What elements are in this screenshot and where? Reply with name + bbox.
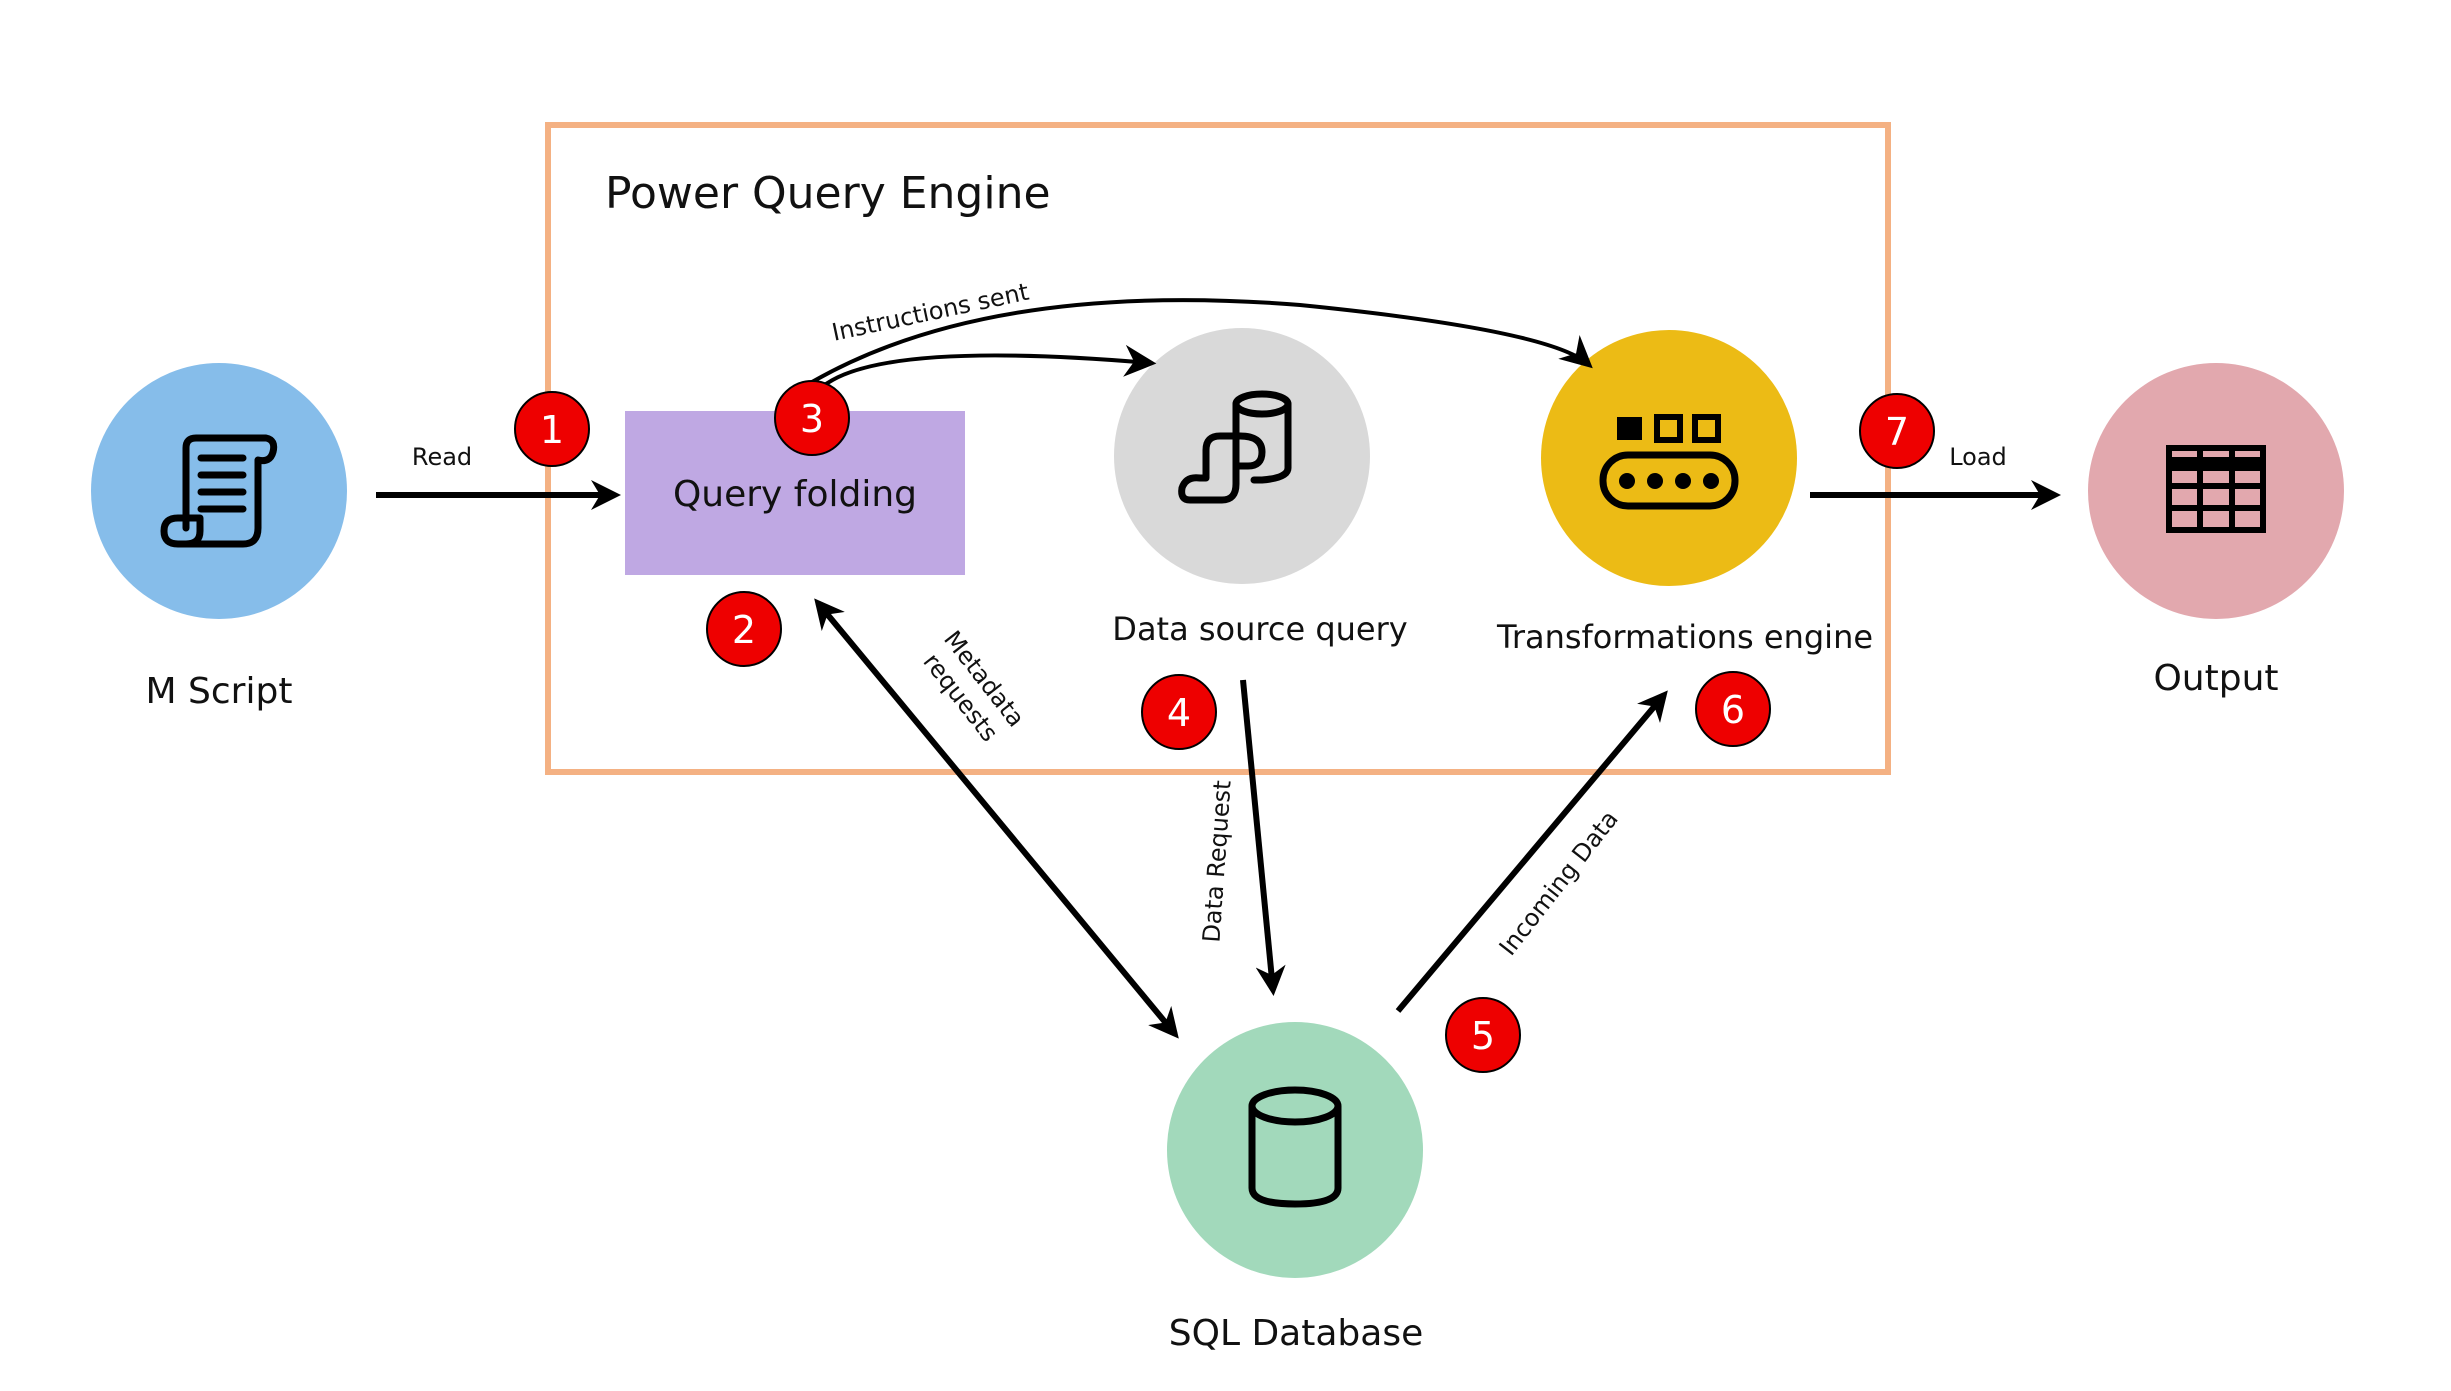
conveyor-icon bbox=[1599, 414, 1739, 510]
to-data-source-arrow bbox=[820, 344, 1157, 389]
step-badge-5: 5 bbox=[1445, 997, 1521, 1073]
svg-text:6: 6 bbox=[1721, 688, 1745, 732]
instructions-sent-label: Instructions sent bbox=[829, 278, 1031, 347]
step-badge-4: 4 bbox=[1141, 674, 1217, 750]
database-icon bbox=[1248, 1086, 1342, 1208]
data-source-query-node: Data source query bbox=[1112, 328, 1408, 648]
database-script-icon bbox=[1178, 390, 1292, 504]
instructions-sent-arrow bbox=[811, 298, 1593, 384]
data-request-arrow bbox=[1240, 679, 1286, 996]
sql-database-node: SQL Database bbox=[1167, 1022, 1423, 1354]
step-badge-3: 3 bbox=[774, 380, 850, 456]
metadata-requests-arrow bbox=[814, 598, 1179, 1039]
engine-title: Power Query Engine bbox=[605, 168, 1051, 219]
data-source-query-label: Data source query bbox=[1112, 610, 1407, 648]
svg-text:2: 2 bbox=[732, 608, 756, 652]
m-script-node: M Script bbox=[91, 363, 347, 712]
output-label: Output bbox=[2153, 658, 2278, 699]
step-badge-7: 7 bbox=[1859, 393, 1935, 469]
incoming-data-arrow bbox=[1395, 690, 1668, 1013]
data-request-label: Data Request bbox=[1197, 779, 1236, 943]
svg-text:4: 4 bbox=[1167, 691, 1191, 735]
output-node: Output bbox=[2088, 363, 2344, 699]
transformations-engine-node: Transformations engine bbox=[1496, 330, 1873, 656]
read-label: Read bbox=[412, 443, 472, 471]
m-script-label: M Script bbox=[146, 671, 293, 712]
data-source-query-circle bbox=[1114, 328, 1370, 584]
load-label: Load bbox=[1949, 443, 2007, 471]
table-icon bbox=[2166, 445, 2266, 533]
sql-database-circle bbox=[1167, 1022, 1423, 1278]
output-circle bbox=[2088, 363, 2344, 619]
step-badge-2: 2 bbox=[706, 591, 782, 667]
query-folding-label: Query folding bbox=[673, 474, 917, 515]
step-badge-1: 1 bbox=[514, 391, 590, 467]
arrows bbox=[376, 298, 2061, 1039]
svg-text:5: 5 bbox=[1471, 1014, 1495, 1058]
svg-text:1: 1 bbox=[540, 408, 564, 452]
sql-database-label: SQL Database bbox=[1169, 1313, 1423, 1354]
transformations-engine-label: Transformations engine bbox=[1496, 618, 1873, 656]
metadata-requests-label: Metadata requests bbox=[918, 626, 1031, 747]
incoming-data-label: Incoming Data bbox=[1494, 805, 1624, 961]
svg-text:3: 3 bbox=[800, 397, 824, 441]
svg-text:7: 7 bbox=[1885, 410, 1909, 454]
script-icon bbox=[160, 434, 278, 548]
step-badge-6: 6 bbox=[1695, 671, 1771, 747]
